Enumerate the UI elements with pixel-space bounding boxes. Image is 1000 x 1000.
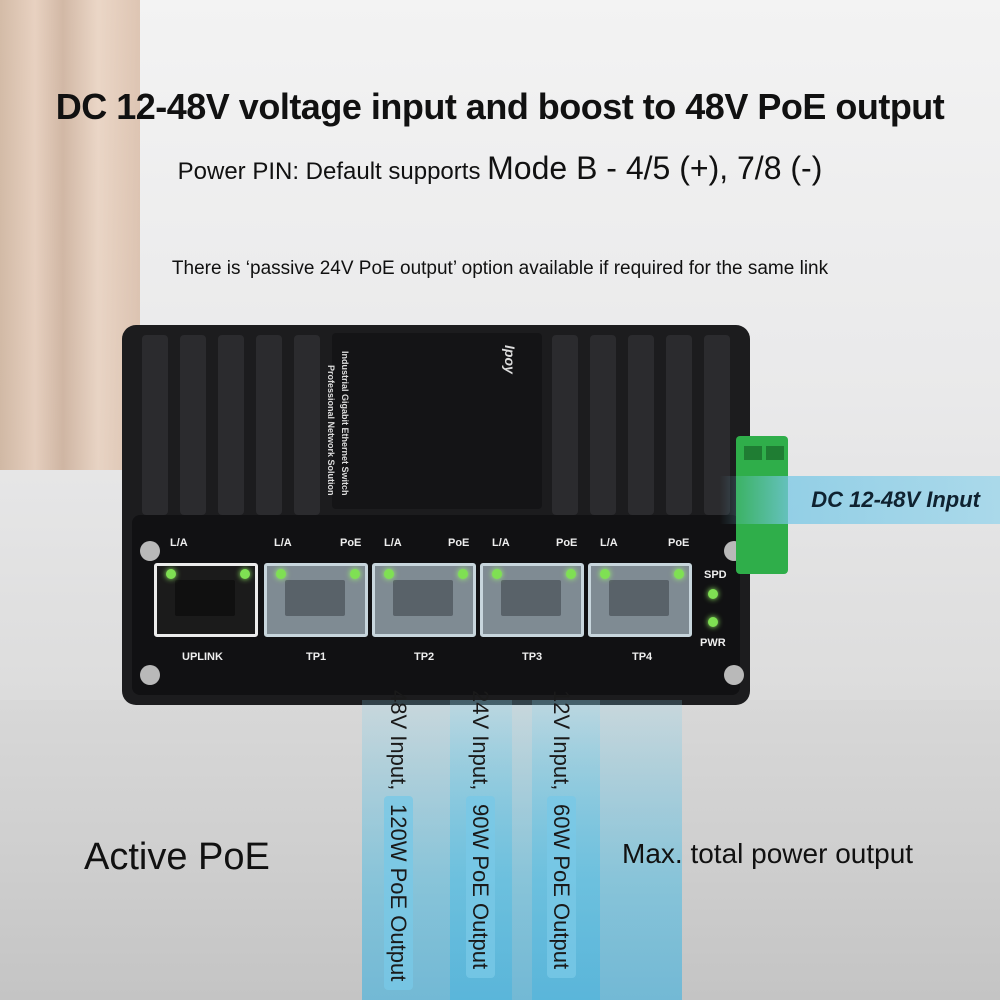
label-la-tp2: L/A bbox=[384, 537, 402, 549]
label-tp3: TP3 bbox=[522, 651, 543, 663]
plate-text-2: Professional Network Solution bbox=[326, 365, 336, 496]
label-poe-tp2: PoE bbox=[448, 537, 470, 549]
led-tp3-poe bbox=[566, 569, 576, 579]
brand-logo: Ipoy bbox=[502, 345, 518, 374]
label-la-tp3: L/A bbox=[492, 537, 510, 549]
label-tp2: TP2 bbox=[414, 651, 435, 663]
switch-body-graphic bbox=[122, 325, 750, 705]
led-uplink-la bbox=[166, 569, 176, 579]
label-uplink: UPLINK bbox=[182, 651, 223, 663]
label-la-uplink: L/A bbox=[170, 537, 188, 549]
headline: DC 12-48V voltage input and boost to 48V… bbox=[55, 86, 945, 127]
output-24v-power: 90W PoE Output bbox=[466, 796, 495, 978]
passive-poe-note: There is ‘passive 24V PoE output’ option… bbox=[171, 258, 829, 279]
label-spd: SPD bbox=[704, 569, 727, 581]
led-spd bbox=[708, 589, 718, 599]
led-tp3-la bbox=[492, 569, 502, 579]
poe-switch-device: Industrial Gigabit Ethernet Switch Profe… bbox=[122, 325, 750, 705]
label-tp4: TP4 bbox=[632, 651, 653, 663]
output-48v-input: 48V Input, bbox=[386, 690, 411, 791]
led-pwr bbox=[708, 617, 718, 627]
label-pwr: PWR bbox=[700, 637, 726, 649]
label-la-tp1: L/A bbox=[274, 537, 292, 549]
led-uplink-act bbox=[240, 569, 250, 579]
plate-text-1: Industrial Gigabit Ethernet Switch bbox=[340, 351, 350, 496]
output-12v-power: 60W PoE Output bbox=[547, 796, 576, 978]
label-poe-tp4: PoE bbox=[668, 537, 690, 549]
led-tp1-la bbox=[276, 569, 286, 579]
dc-input-callout: DC 12-48V Input bbox=[720, 476, 1000, 524]
led-tp2-la bbox=[384, 569, 394, 579]
output-12v: 12V Input, 60W PoE Output bbox=[547, 690, 576, 978]
output-12v-input: 12V Input, bbox=[549, 690, 574, 791]
output-24v-input: 24V Input, bbox=[468, 690, 493, 791]
led-tp2-poe bbox=[458, 569, 468, 579]
label-poe-tp1: PoE bbox=[340, 537, 362, 549]
label-la-tp4: L/A bbox=[600, 537, 618, 549]
label-poe-tp3: PoE bbox=[556, 537, 578, 549]
background-curtain bbox=[0, 0, 140, 470]
led-tp4-la bbox=[600, 569, 610, 579]
output-48v: 48V Input, 120W PoE Output bbox=[384, 690, 413, 990]
power-pin-mode: Mode B - 4/5 (+), 7/8 (-) bbox=[487, 150, 823, 186]
label-tp1: TP1 bbox=[306, 651, 327, 663]
led-tp4-poe bbox=[674, 569, 684, 579]
active-poe-label: Active PoE bbox=[84, 836, 270, 878]
power-pin-prefix: Power PIN: Default supports bbox=[177, 158, 481, 185]
led-tp1-poe bbox=[350, 569, 360, 579]
power-pin-line: Power PIN: Default supports Mode B - 4/5… bbox=[0, 150, 1000, 187]
output-48v-power: 120W PoE Output bbox=[384, 796, 413, 990]
output-24v: 24V Input, 90W PoE Output bbox=[466, 690, 495, 978]
max-power-label: Max. total power output bbox=[622, 838, 914, 869]
